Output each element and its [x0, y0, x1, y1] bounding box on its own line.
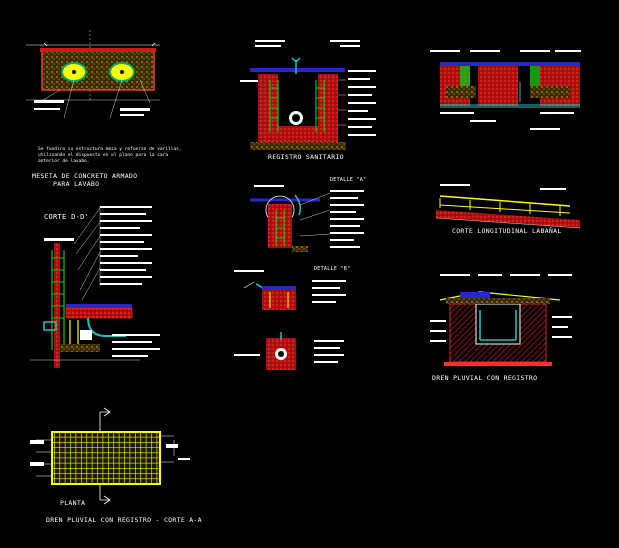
corte-longitudinal-section: [435, 184, 581, 229]
meseta-note-line-3: anterior de lavabo.: [38, 159, 90, 164]
meseta-plan: [26, 30, 160, 119]
meseta-note-line-2: utilizando el dispuesto en el plano para…: [38, 153, 169, 158]
corte-dd-title: CORTE D-D': [44, 213, 90, 221]
detalle-a-section: [250, 185, 364, 252]
dren-pluvial-registro-section: [430, 274, 572, 366]
registro-sanitario-section: [240, 40, 376, 150]
corte-dd-section: [30, 206, 160, 368]
registro-sanitario-title: REGISTRO SANITARIO: [268, 153, 344, 161]
corte-longitudinal-title: CORTE LONGITUDINAL LABAÑAL: [452, 227, 562, 235]
meseta-note-line-1: Se fundira su estructura meza y refuerzo…: [38, 147, 182, 152]
dren-corte-title: DREN PLUVIAL CON REGISTRO - CORTE A-A: [46, 516, 202, 524]
planta-plan: [30, 407, 190, 505]
meseta-subtitle: PARA LAVABO: [53, 180, 100, 188]
detalle-b-title: DETALLE "B": [314, 266, 351, 272]
detalle-a-title: DETALLE "A": [330, 177, 367, 183]
detalle-b-section: [234, 270, 346, 370]
dren-pluvial-title: DREN PLUVIAL CON REGISTRO: [432, 374, 538, 382]
planta-title: PLANTA: [60, 499, 86, 507]
meseta-title: MESETA DE CONCRETO ARMADO: [32, 172, 138, 180]
canal-section-detail: [430, 50, 581, 130]
